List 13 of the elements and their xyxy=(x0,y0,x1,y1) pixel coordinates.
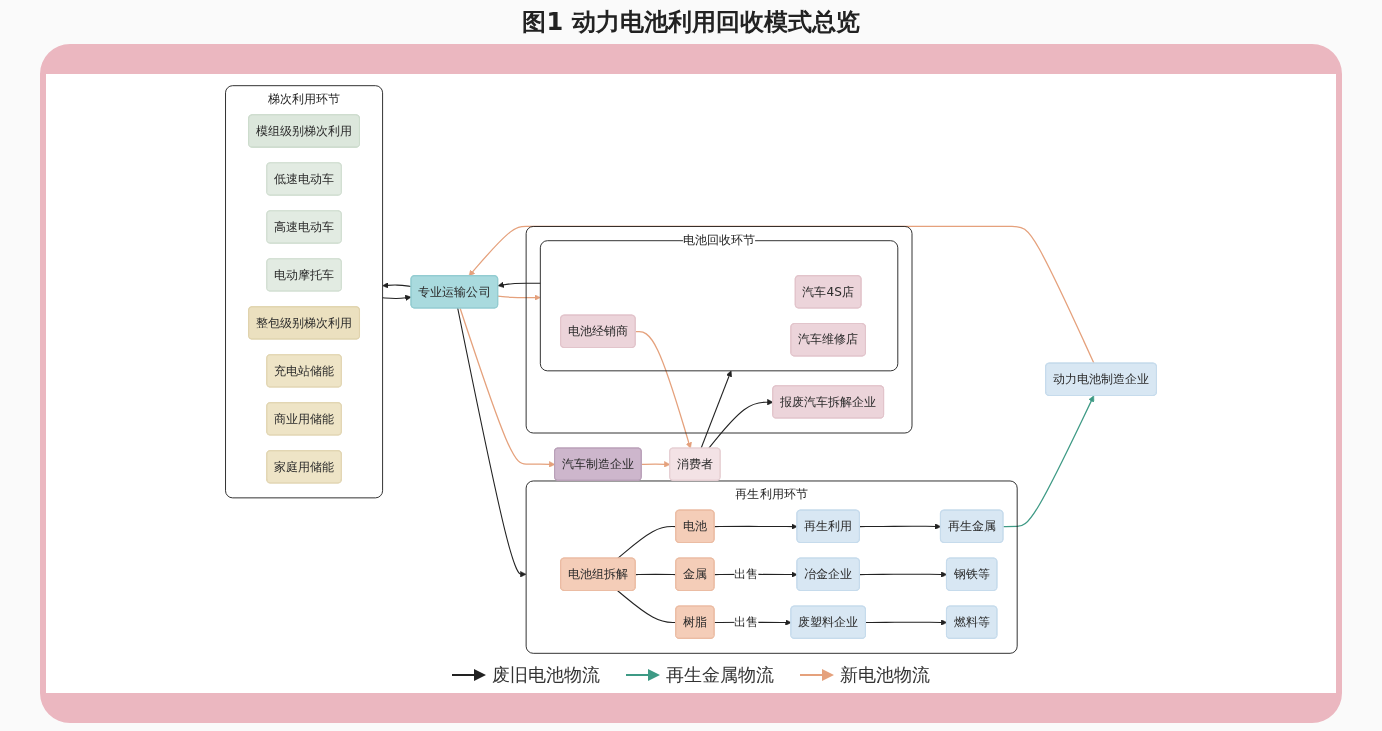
legend-label: 废旧电池物流 xyxy=(492,663,600,687)
arrow xyxy=(700,370,732,449)
arrow xyxy=(382,294,412,301)
legend-label: 再生金属物流 xyxy=(666,663,774,687)
arrow xyxy=(1002,395,1095,528)
diagram-title: 图1 动力电池利用回收模式总览 xyxy=(522,7,860,38)
arrow xyxy=(457,307,527,578)
arrow xyxy=(497,281,541,288)
edge-label: 出售 xyxy=(734,566,759,581)
edge-label: 出售 xyxy=(734,614,759,629)
arrow xyxy=(382,282,412,289)
legend-label: 新电池物流 xyxy=(840,663,930,687)
arrow xyxy=(497,294,541,301)
